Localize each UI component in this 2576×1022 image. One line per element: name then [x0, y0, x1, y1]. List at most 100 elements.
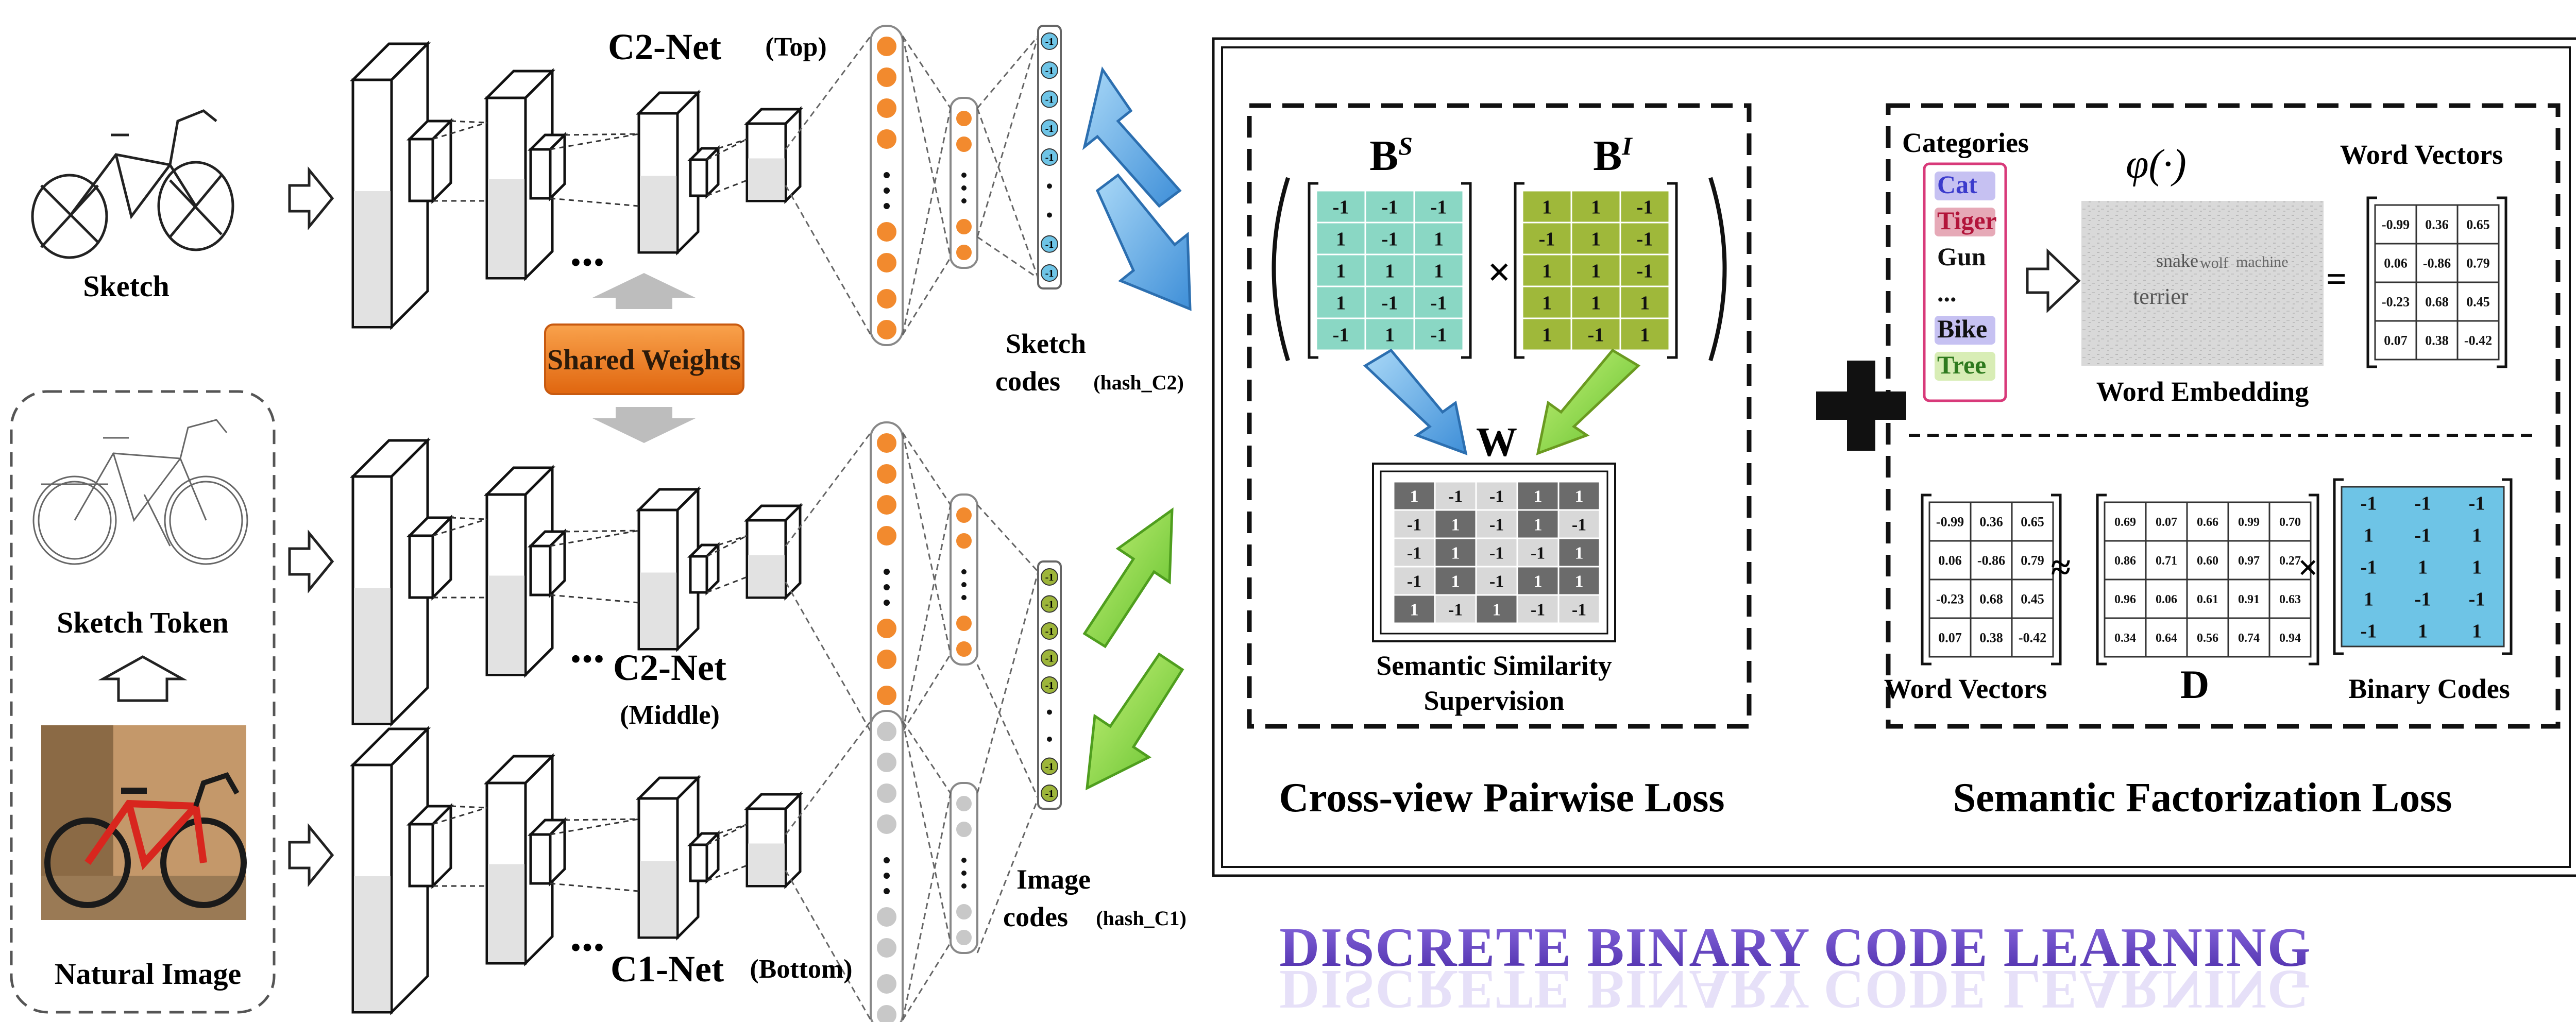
- w-matrix-value: -1: [1531, 543, 1545, 563]
- fc-connection: [902, 654, 952, 732]
- bi-matrix-value: -1: [1637, 260, 1653, 282]
- shared-weights-label: Shared Weights: [547, 344, 741, 376]
- sketch-codes-hash: (hash_C2): [1093, 371, 1184, 394]
- natural-image-label: Natural Image: [55, 957, 241, 991]
- w-matrix-value: 1: [1451, 515, 1460, 534]
- bi-matrix-left-bracket: [1514, 182, 1524, 359]
- fc2-dot: [961, 858, 967, 863]
- bc-matrix-value: -1: [2361, 492, 2377, 514]
- binary-codes-label: Binary Codes: [2348, 673, 2510, 704]
- wv-bottom-matrix-right-bracket: [2051, 493, 2062, 666]
- fc2-neuron: [955, 135, 973, 153]
- projection-line: [450, 517, 487, 520]
- wv-bottom-matrix-cell: [2011, 617, 2054, 658]
- word-vectors-bottom-label: Word Vectors: [1884, 673, 2047, 704]
- d-matrix-value: 0.70: [2279, 516, 2301, 529]
- image-codes-down-arrow-icon: [1086, 652, 1184, 791]
- w-matrix-cell: [1557, 481, 1601, 511]
- categories-title: Categories: [1902, 127, 2029, 158]
- bs-matrix-right-bracket: [1461, 182, 1472, 359]
- fc-connection: [785, 432, 872, 547]
- bc-matrix-value: 1: [2418, 620, 2428, 642]
- w-matrix-cell: [1557, 537, 1601, 568]
- w-matrix-cell: [1516, 481, 1560, 511]
- w-matrix-cell: [1516, 594, 1560, 624]
- fc2-neuron: [955, 532, 973, 550]
- bi-matrix-value: -1: [1637, 228, 1653, 250]
- w-matrix-value: 1: [1493, 600, 1501, 619]
- wv-top-matrix-value: -0.99: [2382, 217, 2410, 232]
- fc2-dot: [961, 569, 967, 574]
- fc1-neuron: [876, 906, 897, 928]
- bs-matrix-left-bracket: [1308, 182, 1318, 359]
- shared-weights-badge: [544, 323, 744, 395]
- wv-bottom-matrix-left-bracket: [1921, 493, 1931, 666]
- cloud-word-2: terrier: [2133, 284, 2189, 309]
- bs-matrix-value: 1: [1336, 228, 1346, 250]
- projection-line: [564, 818, 639, 821]
- supervision-label-line1: Semantic Similarity: [1376, 650, 1612, 681]
- fc2-dot: [961, 198, 967, 203]
- bi-matrix-value: -1: [1637, 196, 1653, 218]
- sketch-label: Sketch: [83, 269, 170, 303]
- sketch-code-bit: [1041, 32, 1058, 50]
- bs-to-w-arrow-icon: [1363, 348, 1468, 455]
- sketch-token-image: [32, 419, 248, 565]
- code-connection: [976, 36, 1039, 237]
- projection-line: [706, 179, 748, 197]
- d-label: D: [2180, 662, 2209, 707]
- fc-connection: [902, 793, 952, 1020]
- sketch-code-dot: [1047, 183, 1052, 189]
- factorization-loss-caption: Semantic Factorization Loss: [1953, 775, 2452, 821]
- wv-top-matrix-value: 0.45: [2466, 295, 2490, 310]
- discrete-learning-inner-frame: [1221, 46, 2571, 868]
- conv1-shade: [354, 588, 391, 723]
- fc1-dot: [884, 888, 890, 894]
- image-code-dot: [1047, 709, 1052, 715]
- conv3-shade: [640, 861, 676, 936]
- projection-line: [550, 594, 639, 604]
- shared-weights-up-arrow-icon: [592, 273, 696, 309]
- plus-icon: [1816, 361, 1906, 451]
- conv4-side-face: [784, 502, 802, 601]
- fc2-dot: [961, 871, 967, 876]
- w-matrix-value: 1: [1534, 515, 1543, 534]
- projection-line: [706, 535, 748, 557]
- conv2-shade: [488, 864, 524, 962]
- code-connection: [976, 571, 1039, 794]
- fc1-neuron: [876, 752, 897, 773]
- image-code-bit-value: -1: [1045, 680, 1054, 691]
- bs-matrix-value: -1: [1382, 292, 1398, 314]
- bi-matrix-background: [1521, 190, 1670, 351]
- fc2-neuron: [955, 615, 973, 632]
- equals-sign: =: [2326, 260, 2347, 299]
- category-item: Bike: [1937, 314, 1987, 343]
- approx-sign: ≈: [2051, 548, 2071, 588]
- bc-matrix-value: -1: [2469, 492, 2485, 514]
- projection-line: [706, 138, 748, 161]
- d-matrix-value: 0.64: [2156, 632, 2177, 645]
- image-codes-up-arrow-icon: [1082, 507, 1174, 649]
- word-embedding-label: Word Embedding: [2096, 376, 2309, 407]
- bc-matrix-value: 1: [2364, 588, 2374, 610]
- w-matrix-value: 1: [1575, 487, 1584, 506]
- fc2-dot: [961, 173, 967, 178]
- w-matrix-value: 1: [1410, 600, 1419, 619]
- image-input-arrow-icon: [288, 823, 334, 888]
- fc2-dot: [961, 595, 967, 600]
- w-matrix-value: 1: [1575, 572, 1584, 591]
- sketch-codes-label-line2: codes: [995, 366, 1060, 397]
- net-middle-name: C2-Net: [613, 647, 726, 688]
- sketch-codes-down-arrow-icon: [1095, 173, 1192, 311]
- image-code-bit: [1041, 595, 1058, 613]
- category-highlight: [1935, 208, 1995, 236]
- bi-matrix-value: 1: [1542, 324, 1552, 346]
- fc2-dot: [961, 883, 967, 889]
- sketch-code-bit: [1041, 61, 1058, 79]
- bs-matrix-value: -1: [1382, 196, 1398, 218]
- fc1-neuron: [876, 463, 897, 485]
- fc-connection: [902, 432, 952, 655]
